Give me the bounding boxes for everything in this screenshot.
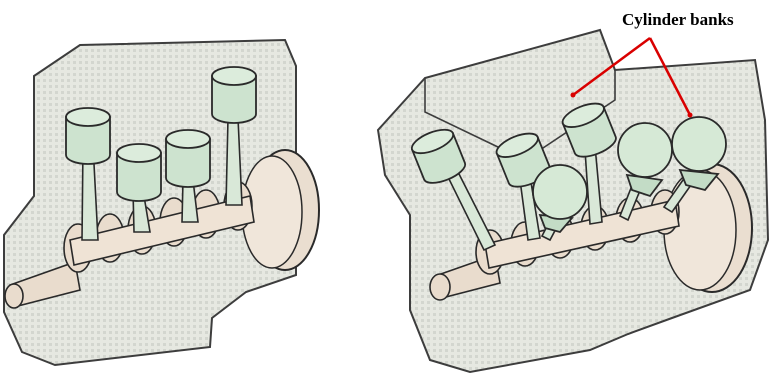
inline-engine-figure: [4, 40, 319, 365]
pointer-dot-left: [571, 93, 576, 98]
cylinder-banks-label: Cylinder banks: [622, 10, 734, 30]
inline-piston-1: [66, 108, 110, 164]
inline-piston-3: [166, 130, 210, 187]
v-engine-figure: [378, 30, 768, 372]
inline-piston-4: [212, 67, 256, 123]
pointer-dot-right: [688, 113, 693, 118]
inline-piston-2: [117, 144, 161, 201]
inline-flywheel: [242, 150, 319, 270]
